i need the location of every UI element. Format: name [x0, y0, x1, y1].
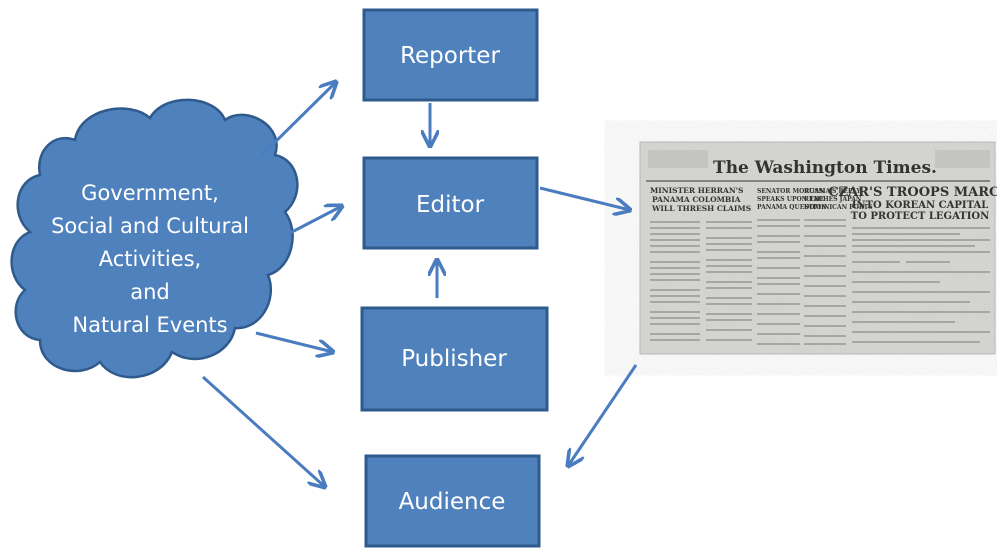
headline-line-3: TO PROTECT LEGATION	[851, 211, 990, 222]
arrow-cloud-to-editor	[289, 206, 342, 235]
publisher-box: Publisher	[360, 306, 549, 412]
col3-head-3: DOMINICAN PORTS	[804, 204, 873, 211]
newspaper-body-text	[650, 219, 990, 345]
col3-head-2: REACHES JAPAN	[804, 196, 862, 203]
col1-head-2: PANAMA COLOMBIA	[652, 195, 741, 204]
arrow-cloud-to-publisher	[255, 331, 333, 352]
flow-arrows	[201, 82, 638, 487]
headline-line-2: INTO KOREAN CAPITAL	[852, 200, 989, 211]
events-cloud: Government, Social and Cultural Activiti…	[10, 98, 299, 379]
editor-label: Editor	[416, 192, 485, 218]
col2-head-2: SPEAKS UPON THE	[757, 196, 824, 203]
col2-head-3: PANAMA QUESTION	[757, 204, 827, 211]
cloud-line-1: Government,	[81, 181, 219, 205]
arrow-editor-to-newspaper	[539, 186, 630, 210]
col1-head-1: MINISTER HERRAN'S	[650, 186, 743, 195]
cloud-line-2: Social and Cultural	[51, 214, 249, 238]
newspaper-image: The Washington Times. MINISTER HERRAN'S …	[639, 141, 997, 355]
col3-head-1: RUSSIA'S REPLY	[804, 188, 861, 195]
arrow-cloud-to-audience	[201, 375, 325, 487]
reporter-label: Reporter	[400, 43, 500, 69]
headline-line-1: CZAR'S TROOPS MARCH	[828, 185, 997, 200]
newspaper-masthead: The Washington Times.	[713, 158, 937, 178]
reporter-box: Reporter	[362, 8, 539, 102]
cloud-line-4: and	[130, 280, 170, 304]
cloud-line-5: Natural Events	[72, 313, 227, 337]
col1-head-3: WILL THRESH CLAIMS	[651, 204, 751, 213]
editor-box: Editor	[362, 156, 539, 250]
audience-box: Audience	[364, 454, 541, 548]
arrow-newspaper-to-audience	[568, 364, 638, 466]
publisher-label: Publisher	[401, 346, 507, 372]
arrow-cloud-to-reporter	[260, 82, 336, 157]
audience-label: Audience	[399, 489, 506, 515]
cloud-line-3: Activities,	[99, 247, 201, 271]
col2-head-1: SENATOR MORGAN	[757, 188, 825, 195]
